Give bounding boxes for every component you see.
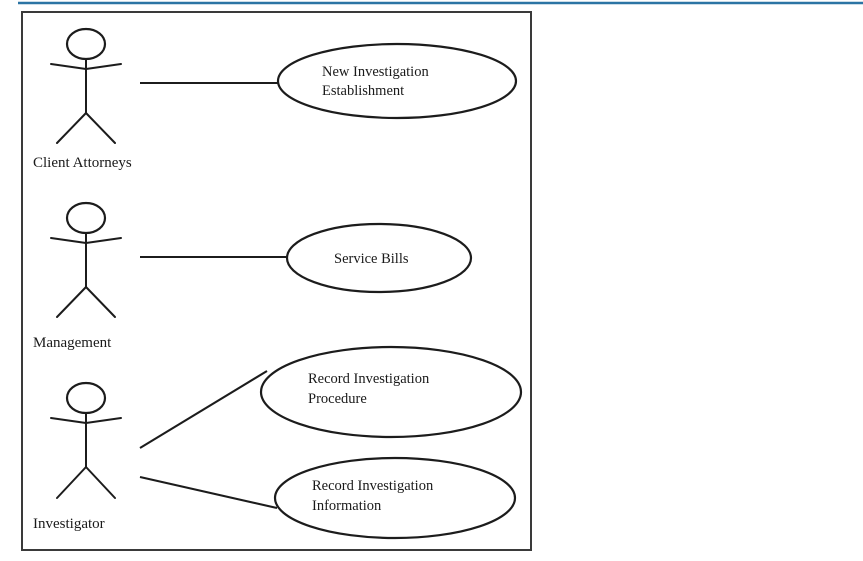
actor-leg-right-icon bbox=[85, 466, 116, 499]
use-case-label: Procedure bbox=[308, 391, 367, 407]
actor-head-icon bbox=[65, 201, 107, 235]
use-case-label: Record Investigation bbox=[312, 478, 434, 494]
actor-label: Client Attorneys bbox=[33, 155, 132, 171]
actor-arm-right-icon bbox=[85, 237, 122, 244]
actor-arm-left-icon bbox=[50, 237, 87, 244]
use-case-ellipse[interactable] bbox=[259, 345, 523, 439]
actor-investigator[interactable]: Investigator bbox=[33, 381, 122, 532]
actor-management[interactable]: Management bbox=[33, 201, 122, 351]
actor-leg-left-icon bbox=[56, 466, 87, 499]
assoc-investigator-record-information bbox=[139, 475, 278, 510]
actor-leg-right-icon bbox=[85, 286, 116, 318]
actor-label: Management bbox=[33, 335, 112, 351]
use-case-label: Information bbox=[312, 498, 382, 514]
actor-label: Investigator bbox=[33, 516, 105, 532]
use-case-label: Service Bills bbox=[334, 251, 409, 267]
actor-leg-right-icon bbox=[85, 112, 116, 144]
actor-arm-right-icon bbox=[85, 417, 122, 424]
use-case-label: New Investigation bbox=[322, 64, 429, 80]
use-case-label: Establishment bbox=[322, 83, 404, 99]
use-case-ellipse[interactable] bbox=[273, 456, 517, 540]
actor-head-icon bbox=[65, 27, 107, 61]
use-case-service-bills[interactable]: Service Bills bbox=[285, 222, 473, 294]
actor-arm-right-icon bbox=[85, 63, 122, 70]
use-case-ellipse[interactable] bbox=[276, 42, 518, 120]
assoc-investigator-record-procedure bbox=[139, 370, 268, 449]
actor-head-icon bbox=[65, 381, 107, 415]
actor-leg-left-icon bbox=[56, 112, 87, 144]
use-case-label: Record Investigation bbox=[308, 371, 430, 387]
actor-leg-left-icon bbox=[56, 286, 87, 318]
actor-client-attorneys[interactable]: Client Attorneys bbox=[33, 27, 132, 171]
actor-arm-left-icon bbox=[50, 63, 87, 70]
association-lines bbox=[139, 81, 288, 510]
actor-arm-left-icon bbox=[50, 417, 87, 424]
use-case-ellipse[interactable] bbox=[285, 222, 473, 294]
